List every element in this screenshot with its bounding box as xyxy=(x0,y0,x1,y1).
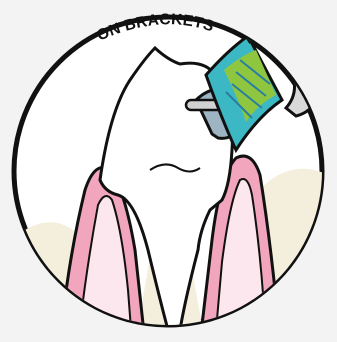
dental-illustration-stage: ON BRACKETS xyxy=(0,0,337,342)
brushing-on-brackets-illustration: ON BRACKETS xyxy=(0,0,337,342)
